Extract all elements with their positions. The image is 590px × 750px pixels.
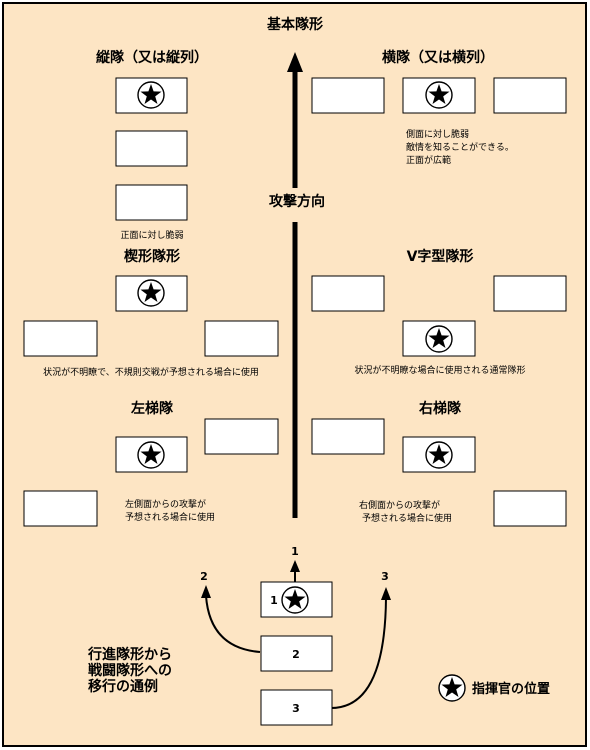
- transition-arrow-2-curve: [205, 595, 261, 653]
- left-echelon-note-2: 予想される場合に使用: [125, 511, 215, 523]
- commander-star-icon: [137, 81, 165, 109]
- vee-unit-left: [311, 275, 385, 312]
- left-echelon-unit-rear: [23, 490, 98, 527]
- column-formation-title: 縦隊（又は縦列）: [96, 49, 208, 66]
- column-unit-2: [115, 130, 188, 167]
- transition-arrowhead-1: [290, 560, 300, 572]
- transition-arrow-label-1: 1: [291, 545, 299, 558]
- right-echelon-unit-front: [311, 418, 385, 455]
- transition-caption-3: 移行の通例: [88, 678, 158, 695]
- page-title: 基本隊形: [267, 16, 323, 33]
- line-unit-right: [493, 77, 567, 114]
- commander-star-icon: [425, 441, 453, 469]
- transition-unit-2: [260, 635, 333, 672]
- right-echelon-note-1: 右側面からの攻撃が: [359, 499, 440, 511]
- legend-commander-star-icon: [438, 674, 466, 702]
- line-formation-note-3: 正面が広範: [406, 154, 451, 166]
- left-echelon-unit-front: [204, 418, 279, 455]
- wedge-formation-title: 楔形隊形: [124, 248, 180, 265]
- attack-direction-label: 攻撃方向: [269, 193, 325, 210]
- commander-star-icon: [281, 586, 309, 614]
- wedge-formation-note: 状況が不明瞭で、不規則交戦が予想される場合に使用: [43, 366, 259, 378]
- vee-unit-right: [493, 275, 567, 312]
- transition-arrow-label-3: 3: [381, 570, 389, 583]
- transition-arrowhead-2: [201, 585, 211, 598]
- right-echelon-unit-rear: [493, 490, 567, 527]
- column-formation-note: 正面に対し脆弱: [120, 229, 183, 241]
- right-echelon-note-2: 予想される場合に使用: [362, 512, 452, 524]
- transition-caption-1: 行進隊形から: [87, 646, 172, 663]
- commander-star-icon: [425, 81, 453, 109]
- transition-unit-3: [260, 689, 333, 726]
- transition-arrow-3-curve: [330, 597, 387, 709]
- commander-star-icon: [425, 325, 453, 353]
- transition-unit-3-label: 3: [292, 702, 300, 715]
- line-unit-left: [311, 77, 385, 114]
- vee-formation-title: V字型隊形: [407, 248, 474, 265]
- transition-unit-2-label: 2: [292, 648, 300, 661]
- left-echelon-note-1: 左側面からの攻撃が: [125, 498, 206, 510]
- transition-arrow-label-2: 2: [200, 570, 208, 583]
- wedge-unit-right: [204, 320, 279, 357]
- wedge-unit-left: [23, 320, 98, 357]
- column-unit-3: [115, 184, 188, 221]
- vee-formation-note: 状況が不明瞭な場合に使用される通常隊形: [354, 364, 525, 376]
- commander-star-icon: [137, 279, 165, 307]
- right-echelon-title: 右梯隊: [418, 400, 462, 417]
- transition-arrowhead-3: [381, 587, 391, 600]
- left-echelon-title: 左梯隊: [130, 400, 174, 417]
- commander-star-icon: [137, 441, 165, 469]
- line-formation-title: 横隊（又は横列）: [382, 49, 494, 66]
- attack-arrowhead: [287, 52, 303, 72]
- line-formation-note-1: 側面に対し脆弱: [406, 128, 469, 140]
- transition-unit-1-label: 1: [270, 594, 278, 607]
- line-formation-note-2: 敵情を知ることができる。: [406, 141, 514, 153]
- transition-caption-2: 戦闘隊形への: [88, 662, 172, 679]
- legend-label: 指揮官の位置: [472, 681, 550, 697]
